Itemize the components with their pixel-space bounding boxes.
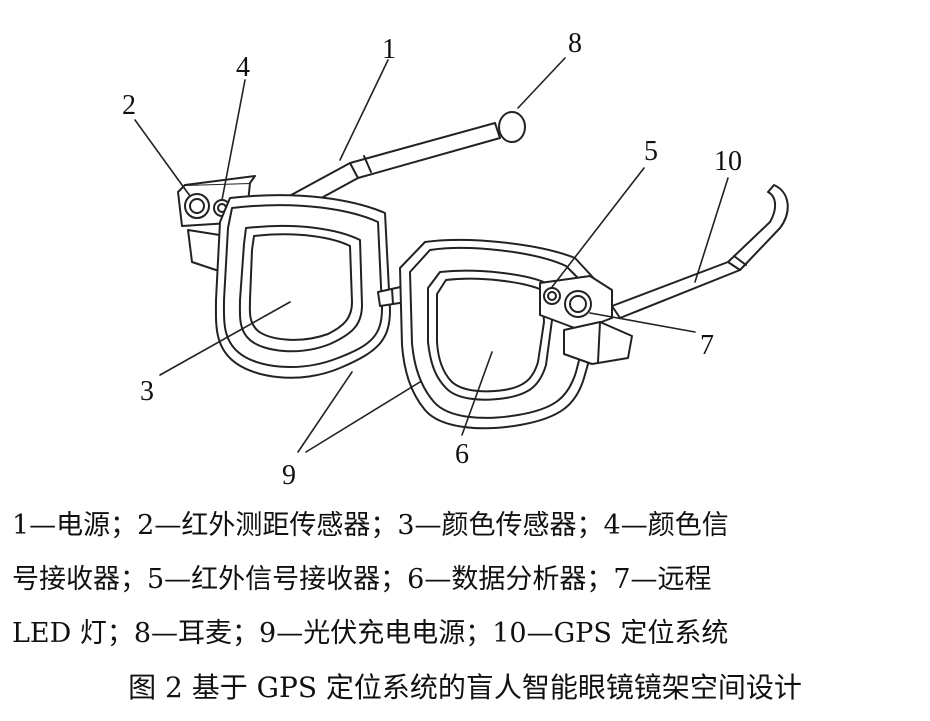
label-7: 7 [700,330,714,361]
right-temple-arm [611,184,789,319]
label-1: 1 [382,34,396,65]
label-3: 3 [140,376,154,407]
label-5: 5 [644,136,658,167]
part-labels: 1 2 3 4 5 6 7 8 9 10 [122,28,742,491]
figure-caption: 图 2 基于 GPS 定位系统的盲人智能眼镜镜架空间设计 [128,671,802,704]
legend-line-1: 1—电源；2—红外测距传感器；3—颜色传感器；4—颜色信 [12,510,729,541]
label-2: 2 [122,90,136,121]
left-lens-frame [214,194,391,379]
label-6: 6 [455,439,469,470]
left-temple-arm [281,111,526,215]
legend-line-3: LED 灯；8—耳麦；9—光伏充电电源；10—GPS 定位系统 [12,618,729,649]
glasses-frame-diagram: 1 2 3 4 5 6 7 8 9 10 [122,28,789,491]
earphone [498,111,526,143]
leader-lines [134,57,729,453]
label-4: 4 [236,52,250,83]
label-10: 10 [714,146,742,177]
right-endpiece [539,275,633,365]
label-9: 9 [282,460,296,491]
legend-line-2: 号接收器；5—红外信号接收器；6—数据分析器；7—远程 [12,564,712,595]
label-8: 8 [568,28,582,59]
